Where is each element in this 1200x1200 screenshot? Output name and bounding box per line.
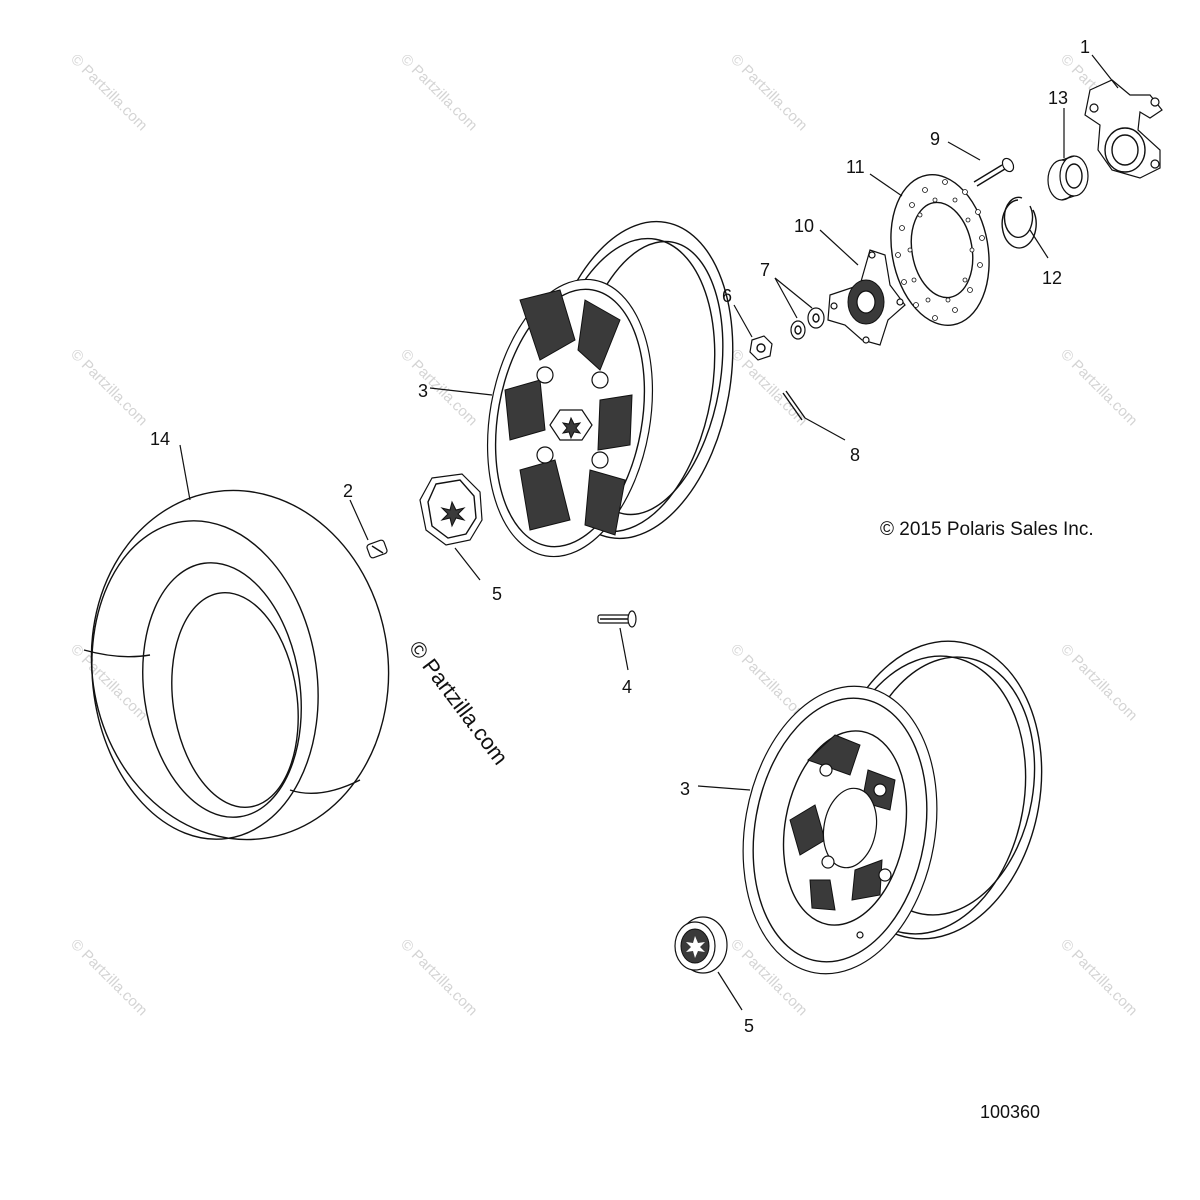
nut-part-6	[749, 335, 773, 361]
callout-5-lower: 5	[744, 1016, 754, 1036]
bolt-part-9	[973, 157, 1015, 187]
wheel-cast-part-3-upper	[486, 220, 734, 558]
callout-2: 2	[343, 481, 353, 501]
snap-ring-part-12	[1001, 196, 1037, 249]
copyright-text: © 2015 Polaris Sales Inc.	[880, 519, 1094, 540]
valve-stem-part-2	[366, 539, 388, 559]
callout-4: 4	[622, 677, 632, 697]
callout-3-upper: 3	[418, 381, 428, 401]
callouts: 1 13 9 11 12 10 7 6 8 3 14 2 5 4 3 5	[150, 37, 1090, 1036]
hub-part-10	[827, 249, 906, 346]
watermark: © Partzilla.com	[67, 346, 150, 429]
bearing-part-13	[1047, 155, 1089, 201]
callout-8: 8	[850, 445, 860, 465]
watermark: © Partzilla.com	[67, 936, 150, 1019]
callout-12: 12	[1042, 268, 1062, 288]
callout-6: 6	[722, 286, 732, 306]
washers-part-7	[790, 307, 825, 340]
callout-3-lower: 3	[680, 779, 690, 799]
watermark: © Partzilla.com	[1057, 641, 1140, 724]
watermark: © Partzilla.com	[67, 51, 150, 134]
callout-11: 11	[846, 157, 865, 177]
watermark: © Partzilla.com	[1057, 936, 1140, 1019]
watermark: © Partzilla.com	[397, 346, 480, 429]
watermark: © Partzilla.com	[397, 936, 480, 1019]
center-cap-part-5-upper	[419, 473, 483, 546]
watermark: © Partzilla.com	[727, 51, 810, 134]
cotter-pin-part-8	[782, 390, 806, 421]
callout-7: 7	[760, 260, 770, 280]
drawing-number: 100360	[980, 1102, 1040, 1122]
tire-part-14	[83, 489, 390, 841]
watermark: © Partzilla.com	[397, 51, 480, 134]
watermark: © Partzilla.com	[1057, 346, 1140, 429]
center-cap-part-5-lower	[674, 916, 728, 974]
callout-5-upper: 5	[492, 584, 502, 604]
watermark: © Partzilla.com	[727, 346, 810, 429]
wheel-steel-part-3-lower	[742, 640, 1043, 975]
watermark: © Partzilla.com	[67, 641, 150, 724]
callout-14: 14	[150, 429, 170, 449]
callout-13: 13	[1048, 88, 1068, 108]
brake-disc-part-11	[890, 173, 990, 327]
lug-bolt-part-4	[597, 610, 637, 628]
callout-10: 10	[794, 216, 814, 236]
leader-lines	[179, 54, 1119, 1011]
knuckle-part-1	[1084, 79, 1163, 179]
callout-1: 1	[1080, 37, 1090, 57]
watermark-large: © Partzilla.com	[404, 636, 513, 769]
callout-9: 9	[930, 129, 940, 149]
